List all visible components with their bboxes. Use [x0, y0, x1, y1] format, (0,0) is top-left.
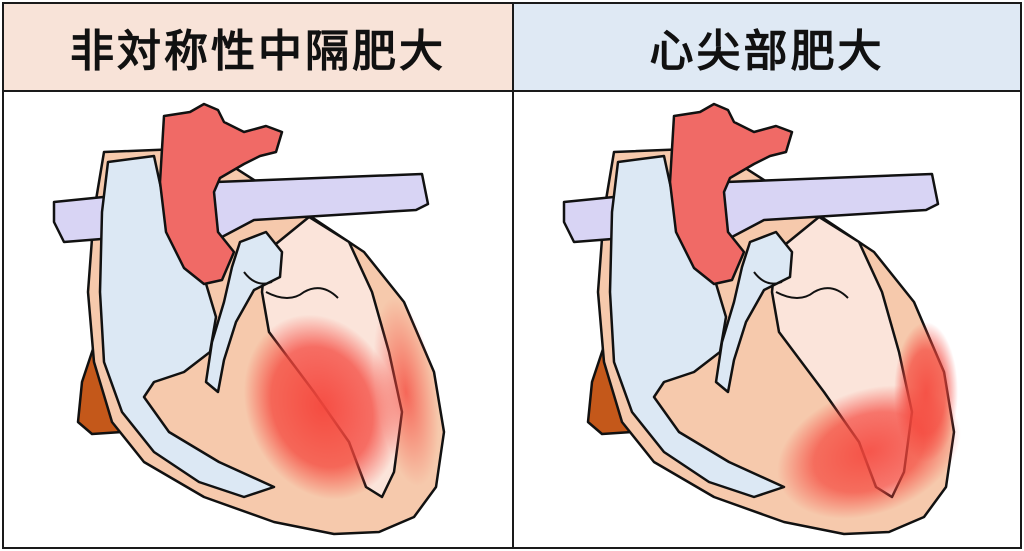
panel-header: 心尖部肥大: [514, 4, 1020, 92]
septum-channel: [714, 230, 794, 394]
panel-header: 非対称性中隔肥大: [4, 4, 512, 92]
hypertrophy-highlight-freewall: [373, 297, 439, 487]
panel-title: 心尖部肥大: [649, 26, 885, 77]
panel-apical-hypertrophy: 心尖部肥大: [512, 2, 1022, 549]
aortic-valve: [753, 271, 783, 285]
aorta: [668, 102, 794, 286]
heart-illustration: [514, 92, 1020, 547]
aorta: [158, 102, 284, 286]
heart-illustration: [4, 92, 512, 547]
hypertrophy-highlight-lateral: [894, 322, 958, 462]
panel-title: 非対称性中隔肥大: [70, 26, 446, 77]
hypertrophy-highlight-septum: [243, 314, 401, 500]
mitral-valve: [775, 287, 849, 299]
aortic-valve: [243, 271, 273, 285]
mitral-valve: [265, 287, 339, 299]
panel-asymmetric-septal-hypertrophy: 非対称性中隔肥大: [2, 2, 514, 549]
septum-channel: [204, 230, 284, 394]
